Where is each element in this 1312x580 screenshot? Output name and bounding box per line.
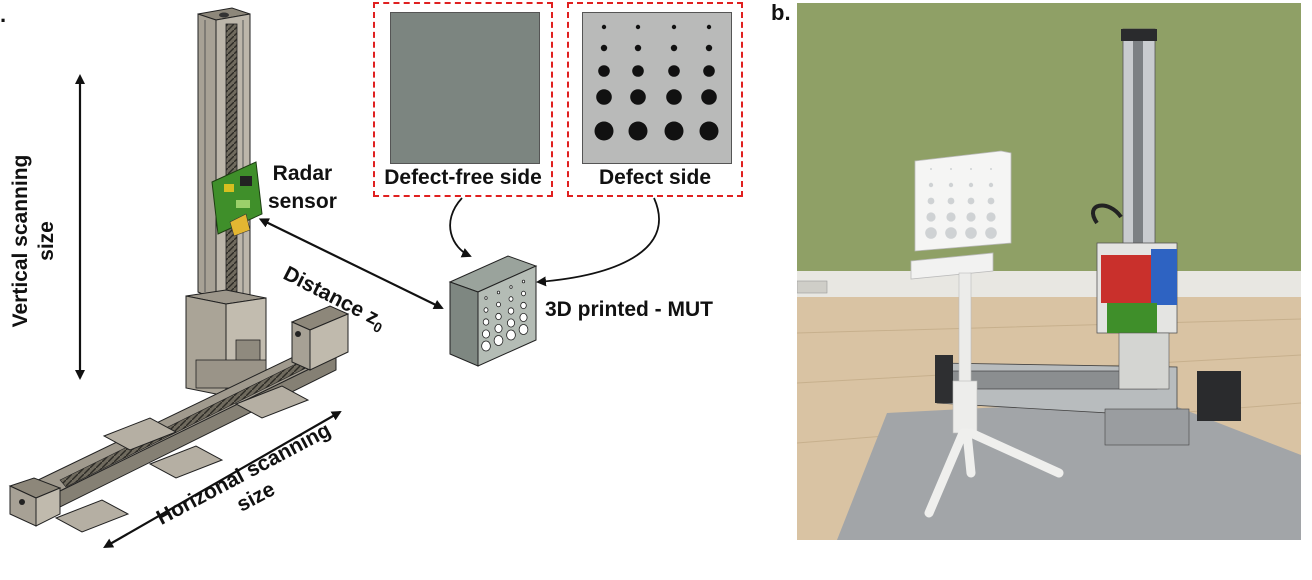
defect-free-caption: Defect-free side — [384, 166, 542, 189]
distance-arrow — [258, 218, 444, 309]
defect-hole — [668, 65, 680, 77]
defect-hole — [699, 121, 719, 141]
mut-hole — [481, 329, 490, 339]
photo-mut-hole — [987, 197, 995, 205]
photo-mut-hole — [930, 168, 932, 170]
photo-mut-hole — [985, 227, 997, 239]
photo-mut-hole — [945, 227, 957, 239]
mut-photo — [914, 150, 1012, 252]
curve-arrow-defect-free — [449, 197, 472, 258]
mut-hole — [520, 301, 527, 310]
mut-hole — [519, 312, 528, 322]
photo-mut-hole — [968, 182, 974, 188]
mut-hole — [494, 323, 503, 333]
tripod-legs — [924, 428, 1064, 518]
defect-hole — [634, 44, 642, 52]
photo-mut-hole — [925, 227, 937, 239]
green-wall — [797, 3, 1301, 275]
photo-mut-hole — [926, 212, 936, 222]
photo-mut-hole — [965, 227, 977, 239]
defect-hole — [594, 121, 614, 141]
mut-hole — [518, 324, 529, 335]
photo-mut-hole — [946, 212, 956, 222]
defect-hole — [705, 44, 713, 52]
defect-sample-box: Defect side — [567, 2, 743, 197]
mut-hole — [493, 335, 504, 346]
radar-sensor-board — [211, 161, 263, 237]
vertical-scanning-label: Vertical scanning size — [8, 121, 60, 361]
defect-holes — [594, 24, 719, 141]
radar-label-line1: Radar — [272, 162, 333, 185]
photo-mut-hole — [948, 182, 954, 188]
setup-photo — [797, 3, 1301, 540]
photo-mut-hole — [970, 168, 972, 170]
photo-mut-hole — [950, 168, 952, 170]
mut-hole — [521, 279, 526, 284]
mut-hole — [507, 307, 515, 315]
photo-mut-hole — [966, 212, 976, 222]
photo-mut-hole — [967, 197, 975, 205]
vertical-label-line1: Vertical scanning — [9, 154, 32, 328]
wall-baseboard — [797, 271, 1301, 297]
defect-hole — [628, 121, 648, 141]
mut-hole — [482, 318, 490, 326]
mut-block — [448, 255, 538, 367]
vertical-label-line2: size — [35, 221, 58, 261]
defect-caption: Defect side — [598, 166, 712, 189]
mut-hole — [495, 312, 502, 321]
curve-arrow-defect — [536, 197, 660, 287]
photo-mut-hole — [947, 197, 955, 205]
scanner-schematic — [8, 7, 660, 548]
mut-hole — [508, 296, 514, 302]
mut-hole — [481, 340, 491, 352]
panel-b-letter: b. — [771, 0, 791, 25]
defect-hole — [598, 65, 610, 77]
photo-mut-hole — [928, 182, 934, 188]
defect-free-sample-box: Defect-free side — [373, 2, 553, 197]
photo-mut-hole — [927, 197, 935, 205]
mut-hole — [484, 296, 488, 300]
horizontal-scan-arrow — [103, 411, 342, 548]
defect-hole — [632, 65, 644, 77]
photo-mut-hole — [988, 182, 994, 188]
defect-hole — [671, 24, 677, 30]
mut-hole — [521, 290, 526, 297]
mut-label: 3D printed - MUT — [545, 298, 713, 321]
radar-label-line2: sensor — [268, 190, 337, 213]
mut-hole — [506, 329, 516, 341]
defect-hole — [596, 89, 612, 105]
defect-hole — [666, 89, 682, 105]
defect-plate — [582, 12, 732, 164]
defect-hole — [635, 24, 641, 30]
photo-mut-hole — [990, 168, 992, 170]
mut-hole — [506, 318, 515, 328]
mut-hole — [496, 301, 501, 308]
defect-hole — [630, 89, 646, 105]
defect-hole — [701, 89, 717, 105]
mut-hole — [509, 285, 513, 289]
stepper-motor — [1197, 371, 1241, 421]
defect-hole — [601, 24, 607, 30]
photo-mut-hole — [986, 212, 996, 222]
defect-hole — [600, 44, 608, 52]
mut-hole — [496, 290, 501, 295]
defect-free-plate — [390, 12, 540, 164]
mut-hole — [483, 307, 489, 313]
tripod-pole — [958, 272, 972, 386]
carriage-block — [185, 289, 267, 397]
defect-hole — [706, 24, 712, 30]
defect-hole — [670, 44, 678, 52]
radar-sensor-label: Radar sensor — [268, 160, 337, 216]
defect-hole — [703, 65, 715, 77]
panel-a-letter: . — [0, 2, 7, 27]
defect-hole — [664, 121, 684, 141]
